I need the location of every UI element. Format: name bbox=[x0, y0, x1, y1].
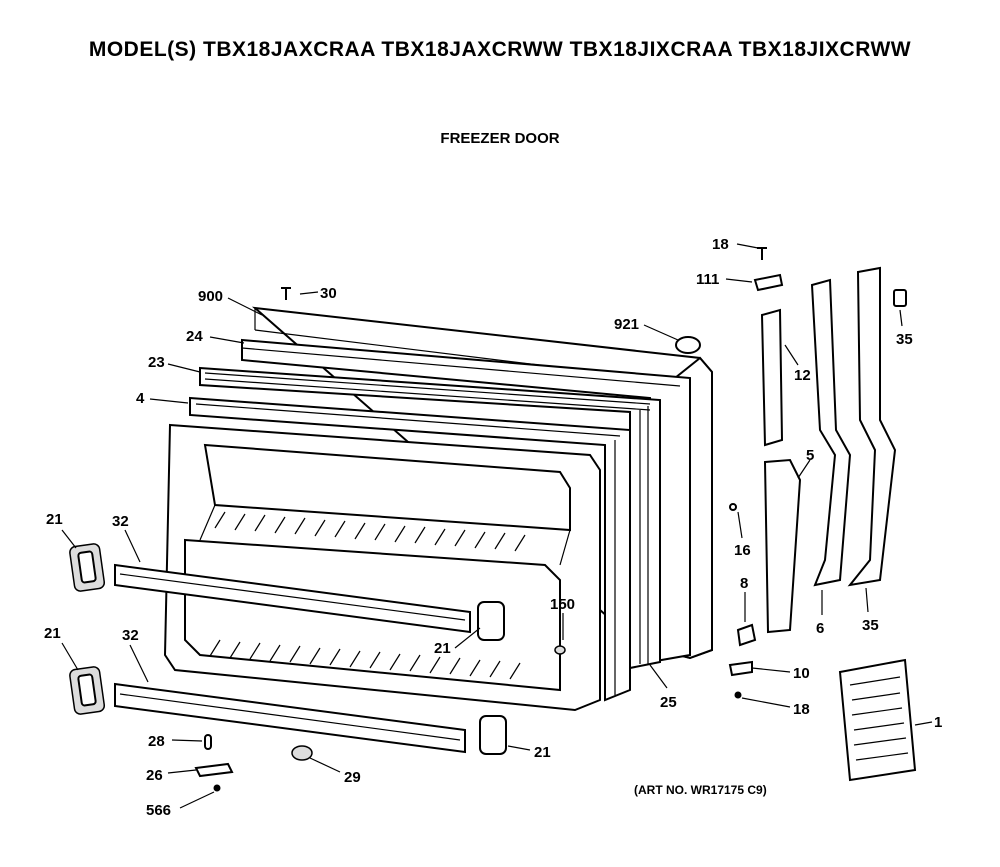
door-shelf-bar-upper bbox=[114, 563, 471, 634]
door-liner bbox=[163, 423, 601, 712]
callout-35-top: 35 bbox=[896, 331, 913, 348]
callout-900: 900 bbox=[198, 288, 223, 305]
callout-21-lower-left: 21 bbox=[44, 625, 61, 642]
callout-25: 25 bbox=[660, 694, 677, 711]
breaker-strip bbox=[189, 396, 631, 702]
callout-5: 5 bbox=[806, 447, 814, 464]
callout-18-bottom: 18 bbox=[793, 701, 810, 718]
callout-18-top: 18 bbox=[712, 236, 729, 253]
callout-32-upper: 32 bbox=[112, 513, 129, 530]
callout-26: 26 bbox=[146, 767, 163, 784]
callout-28: 28 bbox=[148, 733, 165, 750]
diagram-title: FREEZER DOOR bbox=[440, 130, 560, 147]
callout-35-bottom: 35 bbox=[862, 617, 879, 634]
callout-111: 111 bbox=[696, 271, 719, 288]
callout-24: 24 bbox=[186, 328, 203, 345]
hardware-parts bbox=[194, 247, 767, 792]
hinge-bracket bbox=[728, 266, 907, 677]
door-shelf-bar-lower bbox=[114, 682, 466, 754]
callout-32-lower: 32 bbox=[122, 627, 139, 644]
callout-4: 4 bbox=[136, 390, 145, 407]
callout-1: 1 bbox=[934, 714, 942, 731]
callout-21-center: 21 bbox=[434, 640, 451, 657]
callout-150: 150 bbox=[550, 596, 575, 613]
callout-21-bottom: 21 bbox=[534, 744, 551, 761]
callout-10: 10 bbox=[793, 665, 810, 682]
callout-8: 8 bbox=[740, 575, 748, 592]
callout-29: 29 bbox=[344, 769, 361, 786]
shelf-end-cap bbox=[69, 543, 507, 755]
callout-23: 23 bbox=[148, 354, 165, 371]
callout-12: 12 bbox=[794, 367, 811, 384]
callout-566: 566 bbox=[146, 802, 171, 819]
callout-16: 16 bbox=[734, 542, 751, 559]
callout-30: 30 bbox=[320, 285, 337, 302]
callout-leaders bbox=[61, 243, 933, 809]
art-number: (ART NO. WR17175 C9) bbox=[634, 783, 767, 797]
feature-sheet bbox=[838, 658, 917, 782]
callout-21-upper-left: 21 bbox=[46, 511, 63, 528]
callout-921: 921 bbox=[614, 316, 639, 333]
model-list: MODEL(S) TBX18JAXCRAA TBX18JAXCRWW TBX18… bbox=[88, 38, 912, 61]
callout-6: 6 bbox=[816, 620, 824, 637]
